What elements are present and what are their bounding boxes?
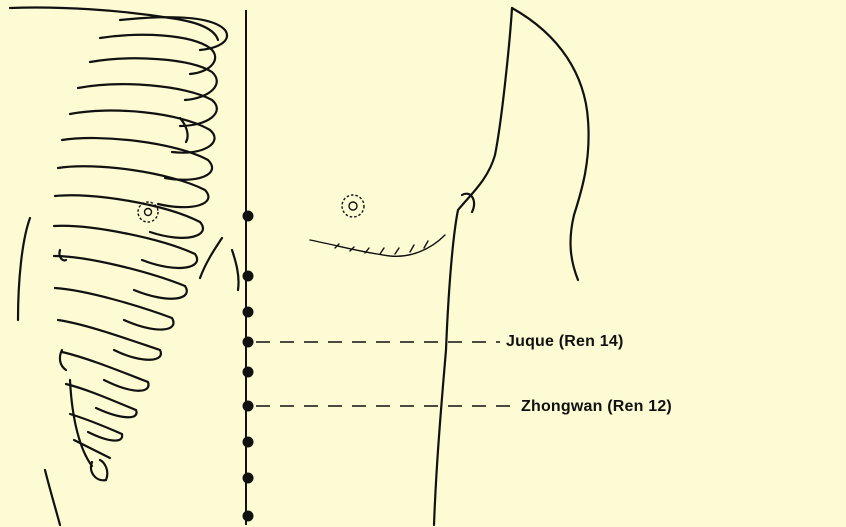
ren-point <box>243 437 254 448</box>
ren-point <box>243 211 254 222</box>
ren-point <box>243 307 254 318</box>
ren-point <box>243 473 254 484</box>
ren-point <box>243 367 254 378</box>
label-juque: Juque (Ren 14) <box>506 333 624 350</box>
ren-point-zhongwan <box>243 401 254 412</box>
ren-point <box>243 271 254 282</box>
ren-point-juque <box>243 337 254 348</box>
ren-point <box>243 511 254 522</box>
label-zhongwan: Zhongwan (Ren 12) <box>521 398 672 415</box>
